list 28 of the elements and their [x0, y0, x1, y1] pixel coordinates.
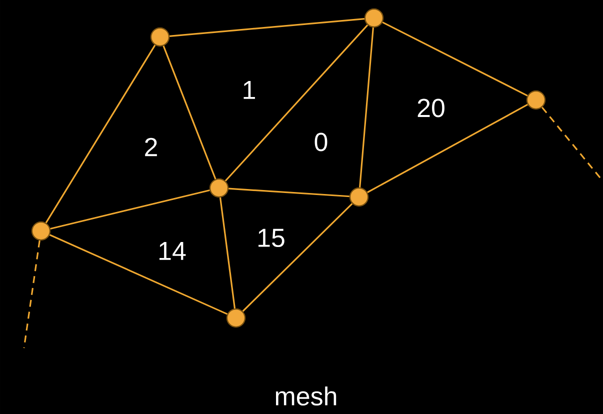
mesh-edge	[382, 22, 528, 96]
mesh-edge	[367, 104, 528, 194]
vertex-dot	[150, 27, 170, 47]
mesh-edge	[242, 203, 353, 312]
mesh-edge	[170, 18, 364, 37]
vertex-dot	[31, 221, 51, 241]
mesh-edge	[359, 27, 374, 188]
mesh-edge	[49, 234, 228, 315]
vertex-dot	[209, 178, 229, 198]
cell-number: 1	[244, 81, 255, 99]
cell-number: 15	[258, 228, 284, 248]
caption: mesh	[276, 386, 336, 406]
vertex-dot	[226, 308, 246, 328]
mesh-edge	[228, 188, 350, 198]
mesh-edge	[219, 197, 236, 309]
vertex-dot	[364, 8, 384, 28]
mesh-edge	[45, 44, 156, 224]
mesh-edge	[50, 189, 210, 230]
cell-number: 2	[145, 138, 157, 156]
cell-number: 20	[418, 98, 444, 118]
dashed-line	[541, 106, 603, 180]
vertex-dot	[526, 90, 546, 110]
dashed-line	[23, 240, 40, 348]
cell-number: 14	[160, 242, 186, 260]
mesh-edge	[224, 24, 368, 182]
vertex-dot	[349, 187, 369, 207]
cell-number: 0	[314, 132, 328, 152]
mesh-edge	[162, 46, 216, 180]
